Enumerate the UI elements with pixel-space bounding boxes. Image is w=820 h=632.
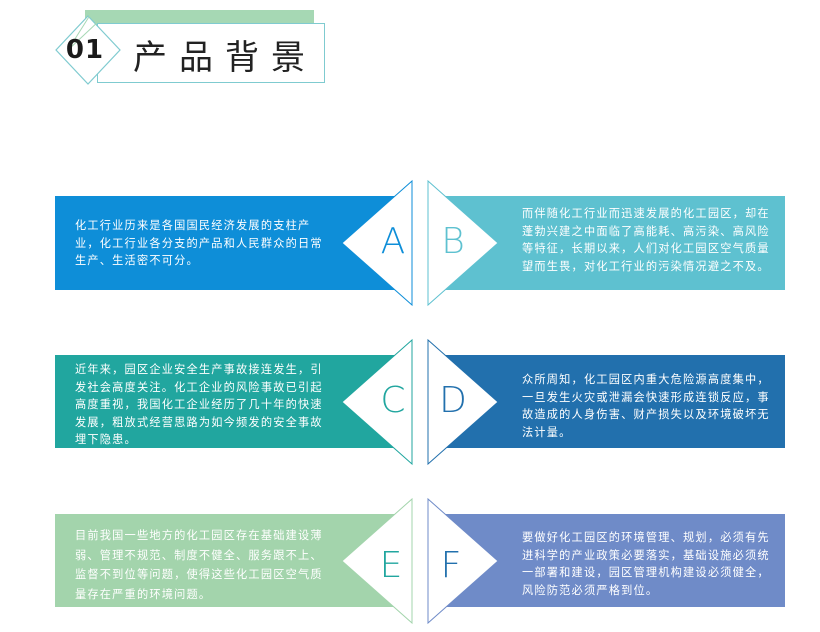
card-e-letter: E [379,545,403,586]
card-a-letter: A [380,221,406,262]
card-f-letter: F [440,545,462,586]
card-d-text: 众所周知，化工园区内重大危险源高度集中，一旦发生火灾或泄漏会快速形成连锁反应，事… [522,373,770,439]
card-e-text: 目前我国一些地方的化工园区存在基础建设薄弱、管理不规范、制度不健全、服务跟不上、… [75,529,323,601]
card-a-arrow-notch [341,179,413,307]
card-c-text: 近年来，园区企业安全生产事故接连发生，引发社会高度关注。化工企业的风险事故已引起… [75,363,323,446]
card-f-text: 要做好化工园区的环境管理、规划，必须有先进科学的产业政策必要落实，基础设施必须统… [522,531,770,597]
section-number: 01 [65,35,105,65]
card-b-letter: B [441,221,465,262]
card-e-arrow-notch [341,497,413,625]
card-c: 近年来，园区企业安全生产事故接连发生，引发社会高度关注。化工企业的风险事故已引起… [55,355,412,448]
card-d-arrow-notch [427,338,499,466]
card-b-text: 而伴随化工行业而迅速发展的化工园区，却在蓬勃兴建之中面临了高能耗、高污染、高风险… [522,207,770,273]
header-title-box [97,23,325,83]
card-c-arrow-notch [341,338,413,466]
card-d-letter: D [439,380,467,421]
card-f-arrow-notch [427,497,499,625]
header-accent-bar [85,10,314,25]
card-b-arrow-notch [427,179,499,307]
page-title: 产品背景 [133,38,317,78]
card-f: 要做好化工园区的环境管理、规划，必须有先进科学的产业政策必要落实，基础设施必须统… [432,514,785,607]
card-c-letter: C [380,380,406,421]
card-a-text: 化工行业历来是各国国民经济发展的支柱产业，化工行业各分支的产品和人民群众的日常生… [75,219,323,267]
header-diamond-icon [55,11,121,85]
